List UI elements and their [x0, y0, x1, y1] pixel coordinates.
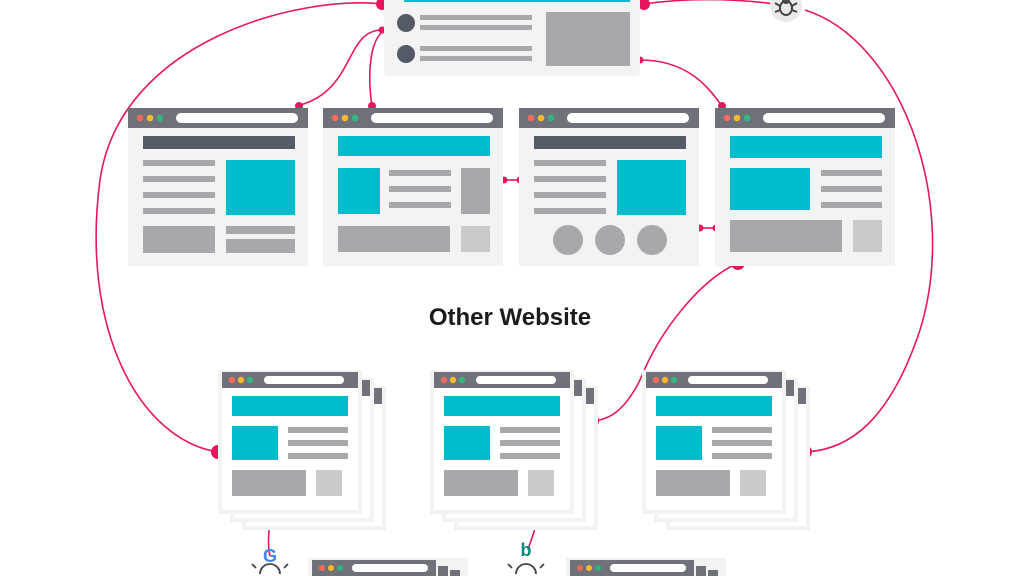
- link-lines: [95, 0, 934, 557]
- link-line: [299, 29, 383, 106]
- page-window: [715, 108, 895, 266]
- content-block: [232, 470, 306, 496]
- page-image: [232, 426, 278, 460]
- svg-text:b: b: [521, 540, 532, 560]
- window-dot: [458, 376, 466, 384]
- bing-crawler-icon: b: [507, 540, 545, 575]
- link-node: [378, 26, 386, 34]
- text-line: [500, 440, 560, 446]
- page-window: [218, 370, 362, 514]
- text-line: [712, 453, 772, 459]
- page-banner: [232, 396, 348, 416]
- bug-icon: [770, 0, 802, 22]
- window-dot: [661, 376, 669, 384]
- content-block: [444, 470, 518, 496]
- window-dot: [652, 376, 660, 384]
- text-line: [712, 427, 772, 433]
- window-dot: [237, 376, 245, 384]
- page-banner: [444, 396, 560, 416]
- content-block: [656, 470, 730, 496]
- page-window: [430, 370, 574, 514]
- link-line: [95, 2, 383, 453]
- link-line: [369, 29, 386, 107]
- address-bar: [567, 113, 689, 123]
- link-line: [643, 0, 791, 7]
- content-block: [528, 470, 554, 496]
- avatar-placeholder: [397, 14, 415, 32]
- address-bar: [476, 376, 556, 384]
- home-page-window: [384, 0, 640, 76]
- window-dot: [440, 376, 448, 384]
- link-line: [804, 9, 934, 453]
- content-block: [740, 470, 766, 496]
- avatar-placeholder: [397, 45, 415, 63]
- page-window: [128, 108, 308, 266]
- page-image: [656, 426, 702, 460]
- window-dot: [246, 376, 254, 384]
- link-node: [638, 0, 650, 10]
- text-line: [288, 440, 348, 446]
- page-window: [642, 370, 786, 514]
- address-bar: [264, 376, 344, 384]
- page-window: [323, 108, 503, 266]
- text-line: [712, 440, 772, 446]
- text-line: [288, 427, 348, 433]
- text-line: [500, 427, 560, 433]
- other-website-pages: [218, 370, 810, 530]
- link-line: [639, 59, 723, 107]
- page-image: [444, 426, 490, 460]
- window-dot: [228, 376, 236, 384]
- page-banner: [656, 396, 772, 416]
- address-bar: [371, 113, 493, 123]
- diagram-caption: Other Website: [428, 304, 592, 331]
- link-line: [591, 262, 739, 422]
- google-crawler-icon: G: [251, 546, 289, 575]
- window-dot: [670, 376, 678, 384]
- text-line: [288, 453, 348, 459]
- content-block: [316, 470, 342, 496]
- address-bar: [688, 376, 768, 384]
- address-bar: [763, 113, 885, 123]
- address-bar: [176, 113, 298, 123]
- page-window: [566, 558, 726, 576]
- text-line: [500, 453, 560, 459]
- window-dot: [449, 376, 457, 384]
- link-bars: [504, 179, 716, 229]
- page-window: [308, 558, 468, 576]
- svg-text:G: G: [263, 546, 277, 566]
- page-window: [519, 108, 699, 266]
